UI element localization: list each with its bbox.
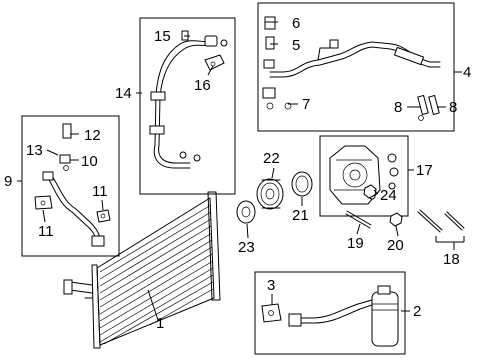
hose-assembly [149, 30, 228, 169]
callout-18: 18 [443, 251, 460, 268]
callout-16: 16 [194, 77, 211, 94]
callout-12: 12 [84, 127, 101, 144]
callout-5: 5 [292, 37, 300, 54]
callout-10: 10 [81, 153, 98, 170]
callout-11a: 11 [38, 223, 54, 240]
leader-lines [17, 21, 465, 321]
callout-24: 24 [380, 187, 397, 204]
callout-2: 2 [413, 303, 421, 320]
callout-7: 7 [302, 96, 310, 113]
callout-13: 13 [26, 142, 43, 159]
clutch-pulley [236, 171, 313, 224]
suction-hose [34, 123, 111, 247]
callout-1: 1 [156, 315, 164, 332]
line-assembly [262, 16, 441, 121]
condenser [63, 191, 221, 349]
suction-hose-box [21, 115, 120, 257]
callout-4: 4 [463, 64, 471, 81]
callout-9: 9 [4, 173, 12, 190]
callout-14: 14 [115, 85, 132, 102]
callout-22: 22 [263, 150, 280, 167]
fasteners [345, 184, 465, 233]
callout-8a: 8 [394, 99, 402, 116]
callout-20: 20 [387, 237, 404, 254]
callout-labels: 1 2 3 4 5 6 7 8 8 9 10 11 11 12 13 14 15… [4, 15, 471, 332]
callout-11b: 11 [92, 183, 108, 200]
callout-21: 21 [292, 207, 309, 224]
line-assembly-box [257, 2, 455, 132]
callout-3: 3 [267, 277, 275, 294]
callout-19: 19 [347, 235, 364, 252]
callout-6: 6 [292, 15, 300, 32]
callout-15: 15 [154, 28, 171, 45]
callout-17: 17 [416, 162, 433, 179]
callout-8b: 8 [449, 99, 457, 116]
receiver-drier-box [254, 271, 406, 355]
compressor-box [319, 135, 409, 217]
receiver-drier [261, 285, 399, 347]
callout-23: 23 [238, 239, 255, 256]
hose-assembly-box [139, 17, 236, 195]
